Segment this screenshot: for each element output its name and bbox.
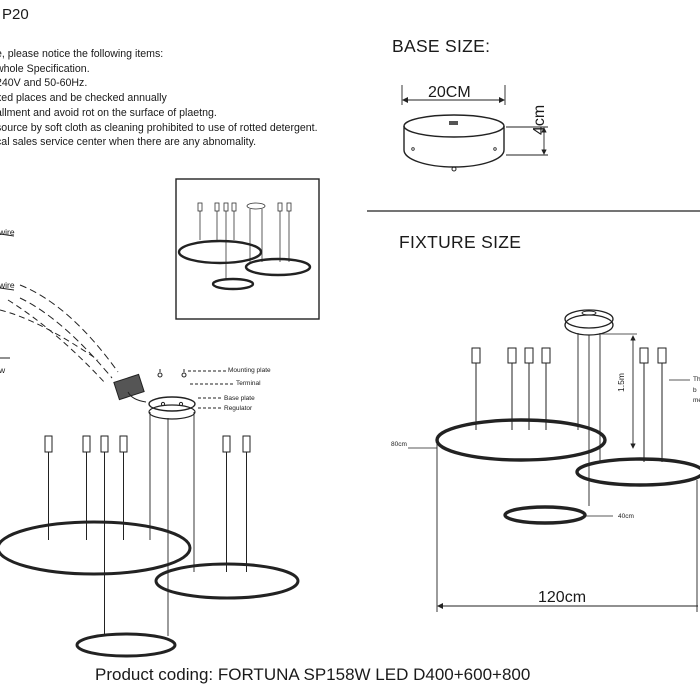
note-line: xed places and be checked annually	[0, 92, 167, 105]
fixture-size-title: FIXTURE SIZE	[399, 232, 522, 252]
product-coding: Product coding: FORTUNA SP158W LED D400+…	[95, 665, 531, 684]
wire-label: wire	[0, 227, 15, 237]
note-line: e, please notice the following items:	[0, 48, 164, 60]
side-note-line: Th	[693, 376, 700, 383]
note-line: cal sales service center when there are …	[0, 136, 257, 149]
base-diameter-label: 20CM	[428, 84, 471, 101]
side-note-line: b	[693, 387, 697, 394]
base-size-drawing	[401, 85, 548, 172]
note-line: whole Specification.	[0, 62, 90, 75]
model-code: P20	[2, 6, 29, 23]
note-line: 240V and 50-60Hz.	[0, 77, 88, 90]
wiring-diagram	[0, 233, 234, 420]
base-size-title: BASE SIZE:	[392, 36, 491, 56]
terminal-label: Terminal	[236, 380, 261, 387]
note-line: source by soft cloth as cleaning prohibi…	[0, 121, 318, 134]
fixture-size-drawing	[408, 309, 700, 612]
wire-label: wire	[0, 280, 15, 290]
side-note-line: me	[693, 397, 700, 404]
large-ring-label: 80cm	[391, 441, 407, 448]
preview-thumbnail	[175, 178, 320, 320]
mounting-plate-label: Mounting plate	[228, 367, 271, 374]
regulator-label: Regulator	[224, 405, 253, 412]
note-line: allment and avoid rot on the surface of …	[0, 106, 217, 119]
wire-label: w	[0, 365, 6, 375]
base-plate-label: Base plate	[224, 395, 255, 402]
total-width-label: 120cm	[538, 589, 587, 606]
small-ring-label: 40cm	[618, 513, 634, 520]
assembly-drawing	[0, 412, 300, 658]
instruction-notes: e, please notice the following items: wh…	[0, 47, 318, 150]
